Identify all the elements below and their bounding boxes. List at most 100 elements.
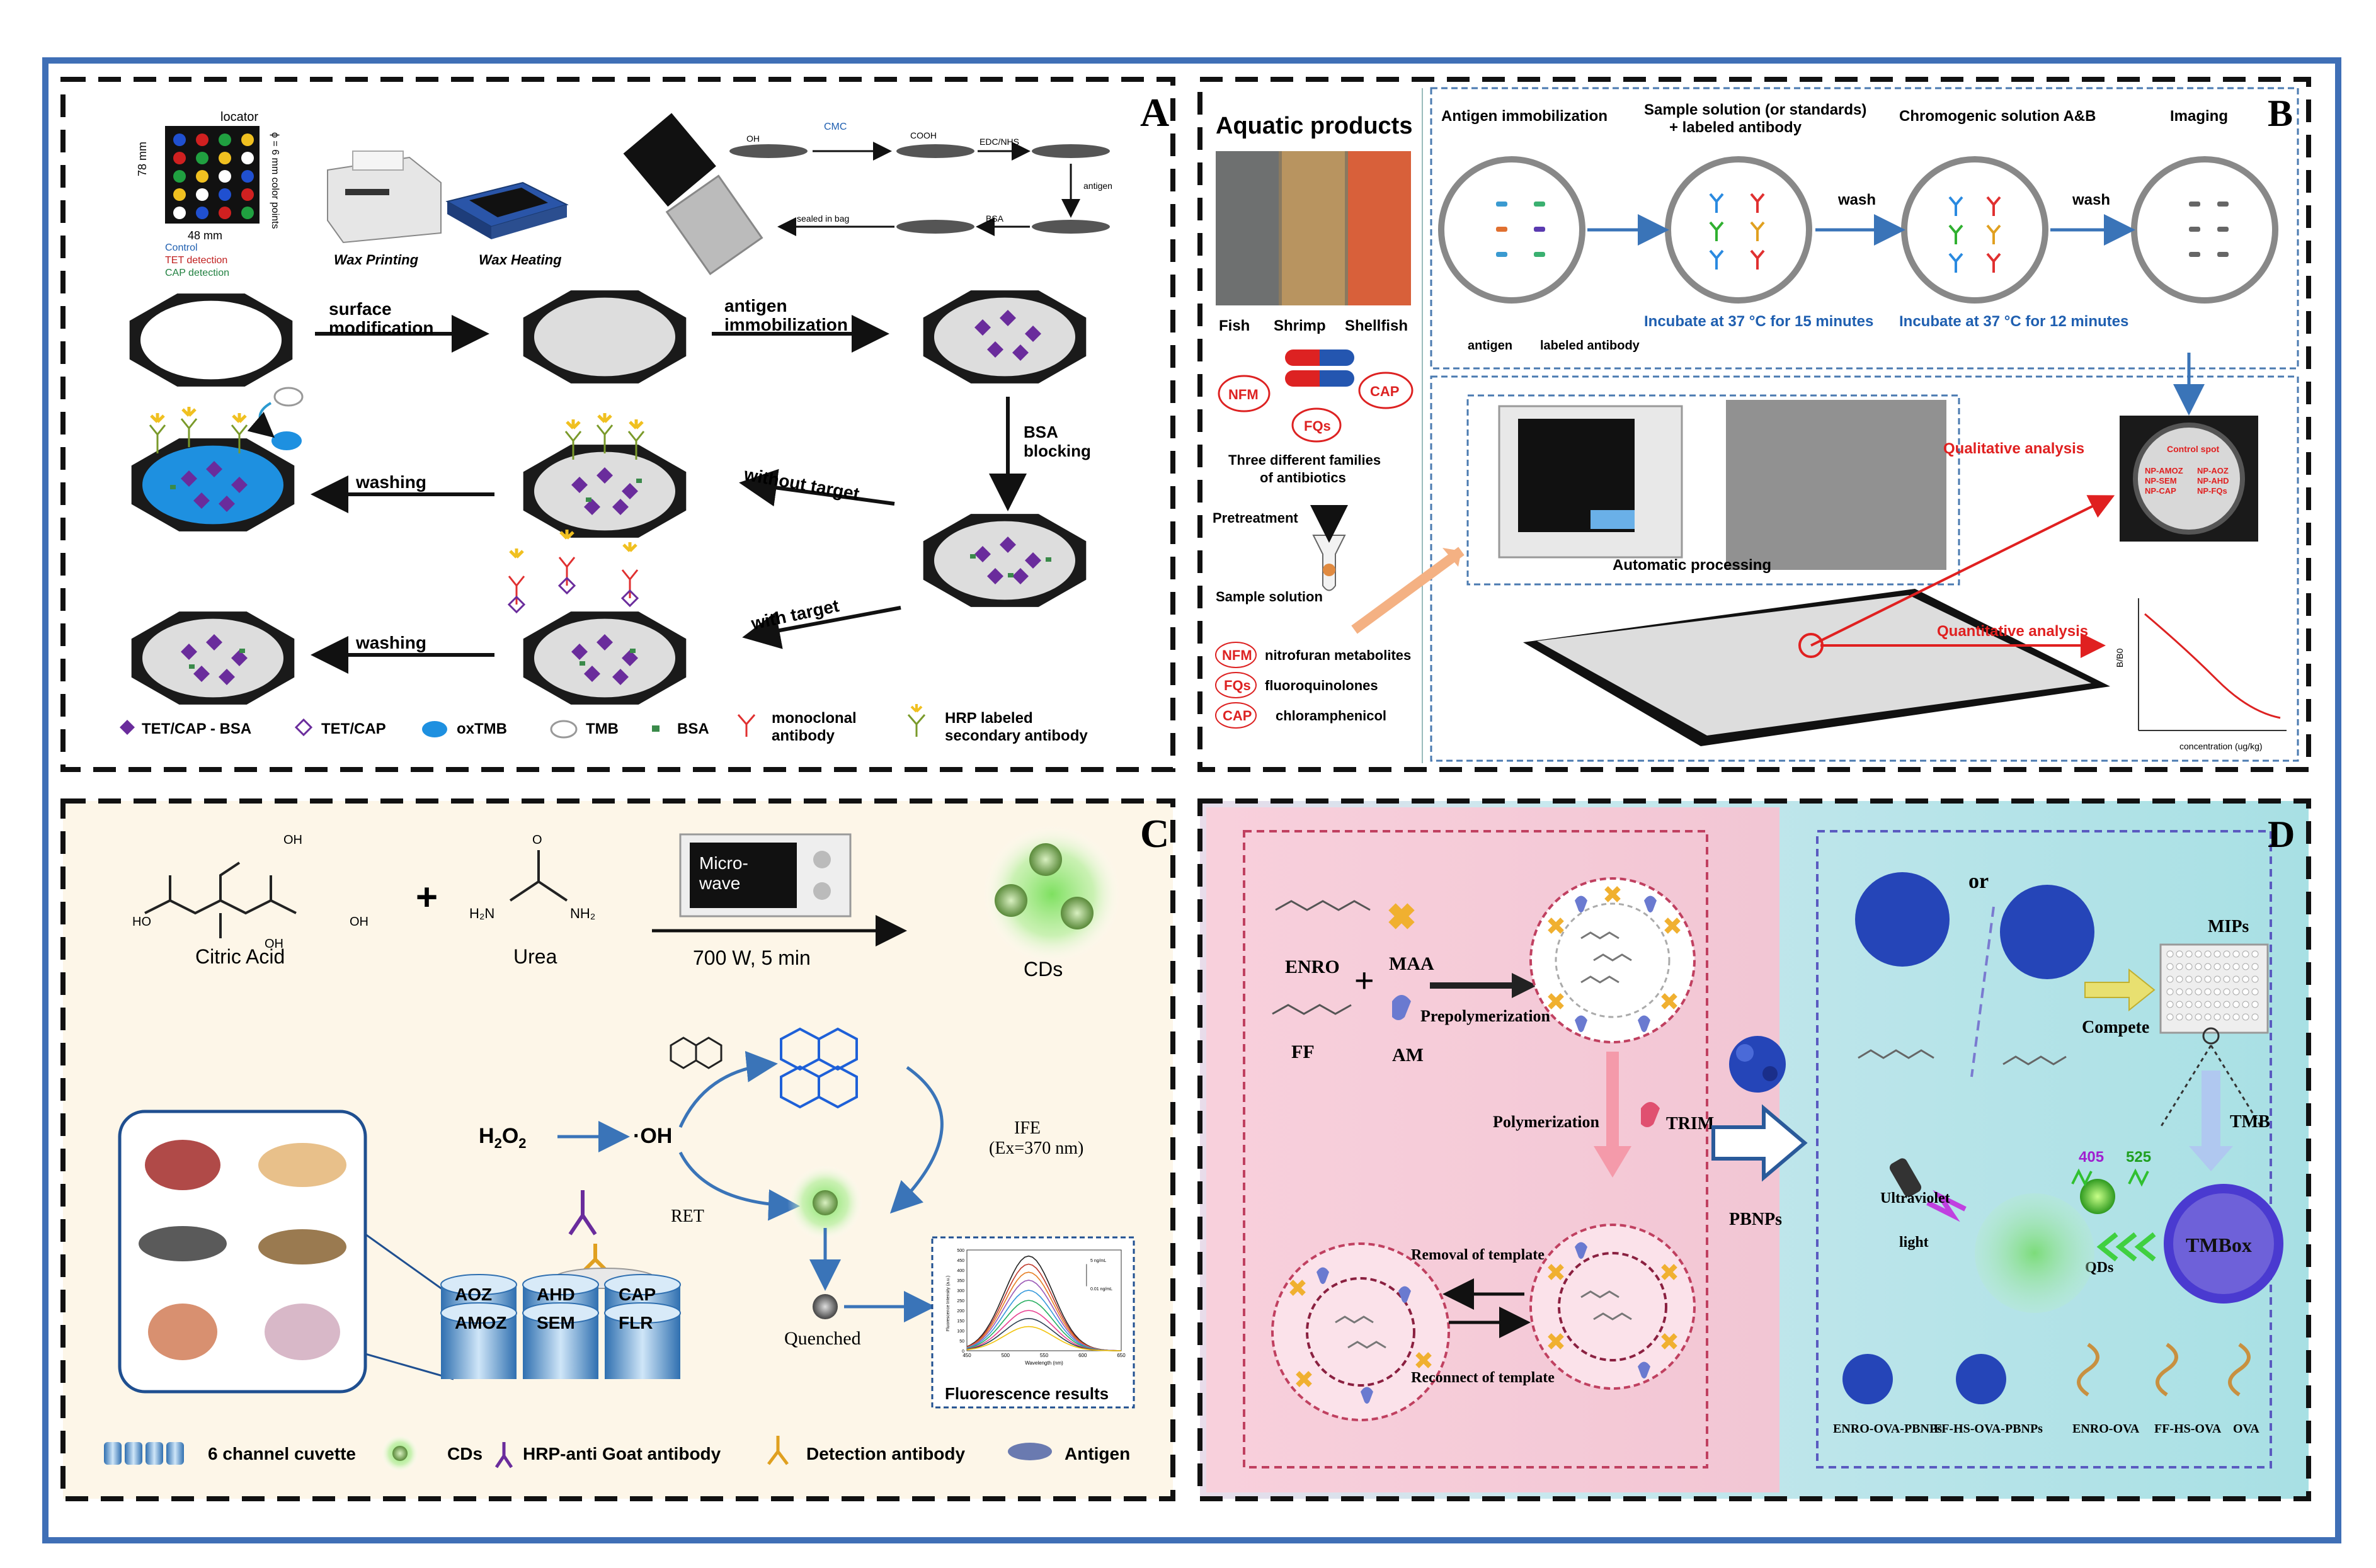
well-3 — [1901, 156, 2048, 304]
wax-heater-icon — [445, 181, 569, 239]
mip-well — [2185, 1001, 2193, 1008]
cuvette-label-aoz: AOZ — [455, 1285, 492, 1304]
fluor-xtick: 550 — [1040, 1353, 1049, 1358]
mip-well — [2195, 1001, 2202, 1008]
open-diamond-icon — [294, 718, 313, 737]
legend-tet: TET detection — [165, 255, 227, 266]
labeled-leg-label: labeled antibody — [1540, 339, 1640, 353]
panel-c-legend: 6 channel cuvette CDs HRP-anti Goat anti… — [104, 1434, 1130, 1472]
svg-text:NH₂: NH₂ — [570, 906, 595, 921]
antigen-diamond — [193, 666, 210, 682]
chip-dot — [173, 207, 186, 219]
mip-well — [2166, 963, 2174, 970]
cds-label: CDs — [1024, 958, 1063, 980]
am-mark — [1317, 1267, 1329, 1284]
mip-well — [2242, 988, 2249, 996]
cuvette-label-ahd: AHD — [537, 1285, 575, 1304]
antibody — [564, 431, 582, 460]
fluor-ytick: 500 — [957, 1249, 964, 1253]
sample-solution-label: Sample solution — [1216, 589, 1323, 605]
mip-well — [2242, 975, 2249, 983]
plus-d: + — [1354, 962, 1374, 999]
cds-glow — [983, 825, 1121, 963]
mip-well — [2232, 963, 2240, 970]
chip-dot — [219, 207, 231, 219]
panel-d: D ENRO FF + MAA AM Prepolymerization Pol… — [1197, 798, 2311, 1501]
mip-well — [2213, 963, 2221, 970]
mip-well — [2242, 950, 2249, 958]
well-antibody — [1750, 221, 1765, 241]
mip-well — [2223, 988, 2230, 996]
hrp-flower — [597, 413, 612, 423]
antibody-icon — [737, 714, 756, 737]
hrp-flower — [566, 419, 581, 429]
mip-well — [2232, 975, 2240, 983]
removal-label: Removal of template — [1411, 1247, 1545, 1263]
bsa-dot — [1046, 557, 1051, 562]
free-antigen — [507, 595, 526, 614]
bottom-1: FF-HS-OVA-PBNPs — [1934, 1422, 2043, 1436]
mip-without-template — [1271, 1242, 1450, 1421]
power-label: 700 W, 5 min — [693, 946, 811, 969]
n405-label: 405 — [2079, 1149, 2104, 1166]
shrimp-label: Shrimp — [1274, 317, 1326, 334]
pbnp-arrow — [1711, 1104, 1808, 1182]
mip-well — [2204, 988, 2212, 996]
pad-surface — [142, 445, 283, 525]
cuvette-top — [522, 1274, 599, 1295]
ff-molecule — [1272, 1004, 1352, 1015]
well-antibody — [1986, 224, 2001, 244]
panel-a-letter: A — [1140, 90, 1169, 135]
legend-a-2: oxTMB — [457, 720, 507, 737]
fluor-xtick: 500 — [1002, 1353, 1010, 1358]
antigen-diamond — [1025, 326, 1041, 342]
fluor-ytick: 300 — [957, 1289, 964, 1293]
chip-dot — [196, 152, 208, 164]
pad-surface — [934, 297, 1075, 377]
fluor-ytick: 250 — [957, 1299, 964, 1304]
incubate-15-label: Incubate at 37 °C for 15 minutes — [1644, 313, 1873, 330]
legend-c-3: Detection antibody — [806, 1444, 965, 1463]
well-antibody — [1709, 221, 1724, 241]
legend-c-0: 6 channel cuvette — [208, 1444, 356, 1463]
well-spot — [2189, 227, 2200, 232]
mip-well — [2185, 963, 2193, 970]
maa-mark — [1548, 918, 1564, 934]
chem-oh-label: OH — [746, 134, 760, 144]
pbnp-bottom-icon — [1956, 1354, 2006, 1404]
fish-label: Fish — [1219, 317, 1250, 334]
mip-well — [2213, 988, 2221, 996]
enro-label: ENRO — [1285, 957, 1340, 977]
svg-text:OH: OH — [283, 833, 302, 847]
fluor-curve — [966, 1326, 1122, 1351]
legend-c-1: CDs — [447, 1444, 483, 1463]
mip-well — [2232, 1013, 2240, 1021]
fluor-xtick: 450 — [962, 1353, 971, 1358]
hrp-flower — [559, 530, 574, 540]
well-antibody — [1709, 249, 1724, 270]
automatic-label: Automatic processing — [1613, 557, 1771, 574]
mip-well — [2232, 950, 2240, 958]
mip-well — [2185, 1013, 2193, 1021]
fluor-ytick: 200 — [957, 1309, 964, 1314]
hrp-flower — [509, 548, 524, 559]
cuvette-channel — [605, 1313, 680, 1379]
ret-label: RET — [671, 1207, 704, 1226]
antigen-diamond — [622, 650, 638, 666]
chip-dot — [219, 134, 231, 146]
chip-dot — [241, 170, 254, 183]
washing-2-label: washing — [355, 633, 426, 652]
cuvette-channel — [441, 1313, 517, 1379]
maa-icon — [1388, 903, 1415, 929]
well-spot — [2189, 252, 2200, 257]
chip-dot — [241, 188, 254, 201]
mip-well — [2166, 988, 2174, 996]
bsa-dot — [239, 649, 245, 653]
oxtmb-molecule — [780, 1027, 858, 1109]
svg-text:NP-SEM: NP-SEM — [2145, 476, 2177, 486]
mip-well — [2213, 1001, 2221, 1008]
well-spot — [2189, 202, 2200, 207]
well-antibody — [1750, 193, 1765, 213]
hrp-flower — [622, 542, 637, 552]
